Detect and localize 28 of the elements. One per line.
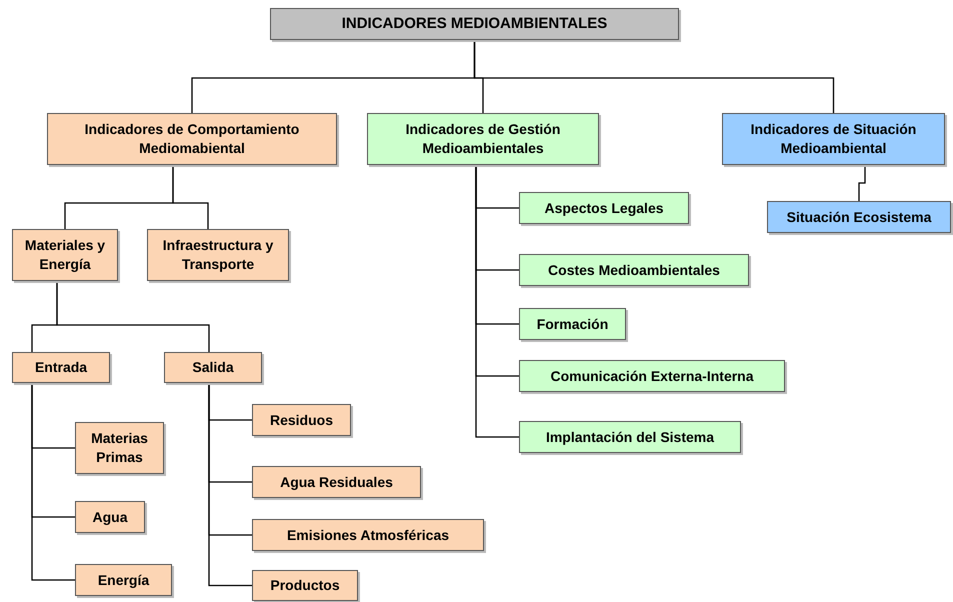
connector-line [56,281,210,352]
category-box: Situación Ecosistema [767,201,951,233]
category-box: Aspectos Legales [519,192,689,224]
category-box: Indicadores de Gestión Medioambientales [367,113,599,165]
category-box: Costes Medioambientales [519,254,749,286]
category-box: Materiales y Energía [12,229,118,281]
connector-line [475,165,519,438]
connector-line [31,383,75,581]
category-box: Comunicación Externa-Interna [519,360,785,392]
category-box: Indicadores de Situación Medioambiental [722,113,945,165]
category-box: Formación [519,308,626,340]
connector-line [208,383,252,586]
category-box: Energía [75,564,172,596]
category-box: Agua Residuales [252,466,421,498]
category-box: Residuos [252,404,351,436]
category-box: Infraestructura y Transporte [147,229,289,281]
title-box: INDICADORES MEDIOAMBIENTALES [270,8,679,40]
category-box: Productos [252,570,358,601]
category-box: Implantación del Sistema [519,421,741,453]
category-box: Emisiones Atmosféricas [252,519,484,551]
category-box: Indicadores de Comportamiento Mediomabiental [47,113,337,165]
category-box: Entrada [12,352,110,383]
category-box: Agua [75,501,145,533]
connector-line [172,165,209,229]
category-box: Materias Primas [75,422,164,474]
connector-line [858,165,866,201]
connector-line [474,40,834,113]
category-box: Salida [164,352,262,383]
